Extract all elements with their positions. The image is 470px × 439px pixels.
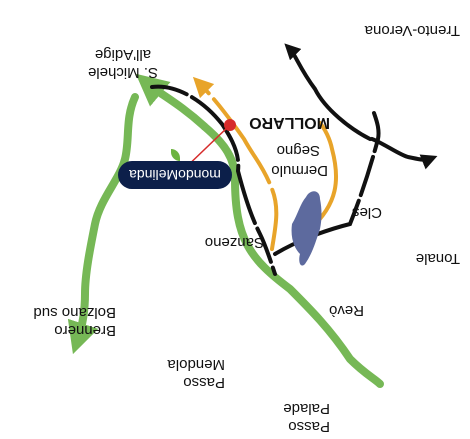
logo-text: mondoMelinda — [129, 167, 221, 183]
label-mollaro: MOLLARO — [249, 114, 330, 131]
label-s-michele-line2: all'Adige — [94, 46, 152, 63]
label-cles: Cles — [351, 204, 382, 221]
road-mendola — [192, 76, 279, 251]
label-brennero-line2: Bolzano sud — [33, 304, 116, 321]
label-passo-palade-line1: Passo — [288, 418, 330, 435]
road-tonale — [370, 137, 438, 170]
location-dot-icon — [224, 119, 236, 131]
label-tonale: Tonale — [415, 250, 460, 267]
label-dermulo: Dermulo — [271, 162, 328, 179]
route-brennero — [67, 93, 139, 355]
label-passo-mendola: Passo Mendola — [167, 355, 225, 391]
label-brennero: Brennero Bolzano sud — [33, 303, 116, 339]
road-palade — [284, 43, 372, 141]
label-segno: Segno — [276, 142, 320, 159]
route-trento-verona — [135, 73, 384, 388]
label-brennero-line1: Brennero — [54, 322, 116, 339]
label-sanzeno: Sanzeno — [204, 234, 264, 251]
label-s-michele-line1: S. Michele — [87, 64, 158, 81]
lake-icon — [291, 191, 322, 266]
label-passo-palade-line2: Palade — [283, 400, 330, 417]
label-passo-mendola-line1: Passo — [183, 374, 225, 391]
label-passo-mendola-line2: Mendola — [167, 356, 225, 373]
brand-logo: mondoMelinda — [118, 161, 232, 189]
road-mollaro — [150, 84, 277, 276]
road-cles-side — [308, 121, 339, 231]
label-revo: Revò — [328, 302, 364, 319]
label-trento-verona: Trento-Verona — [364, 22, 460, 39]
label-s-michele: S. Michele all'Adige — [88, 45, 158, 81]
label-passo-palade: Passo Palade — [283, 399, 330, 435]
